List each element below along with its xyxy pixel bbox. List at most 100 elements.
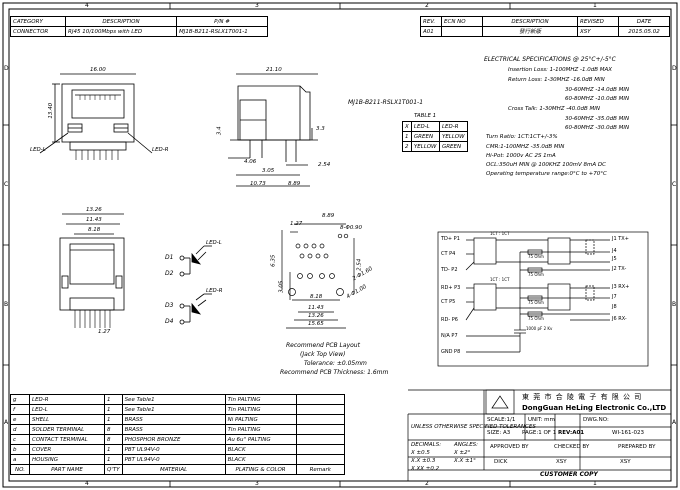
sch-right-pin: J1 TX+ (612, 236, 629, 242)
dim-pcb-305: 3.05 (278, 280, 285, 293)
sch-resistor: 75 Ohm (528, 272, 544, 277)
sch-left-pin: RD+ P3 (441, 285, 461, 291)
dim-pcb-1565: 15.65 (308, 321, 324, 327)
dim-bottom-w3: 8.18 (88, 227, 101, 233)
bom-header: Remark (295, 464, 346, 475)
pcb-note-view: (Jack Top View) (300, 351, 346, 358)
dim-side-d1: 4.06 (244, 159, 257, 165)
bom-cell (295, 404, 346, 415)
bom-cell (295, 444, 346, 455)
tol-note: UNLESS OTHERWISE SPECIFIED TOLERANCES (411, 424, 536, 430)
elec-spec-line: 60-80MHZ -30.0dB MIN (565, 125, 630, 131)
zone-num-1-bottom: 1 (593, 480, 597, 487)
tb-approved-by: APPROVED BY (490, 444, 529, 450)
sch-left-pin: RD- P6 (441, 317, 458, 323)
led-table-cell: 2 (402, 141, 412, 152)
dim-side-d2: 3.05 (262, 168, 275, 174)
led-table-cell: LED-L (410, 121, 440, 132)
bom-header: MATERIAL (121, 464, 226, 475)
bom-cell: 1 (104, 394, 123, 405)
tb-page: PAGE:1 OF 1 (522, 430, 557, 436)
sch-left-pin: N/A P7 (441, 333, 458, 339)
rev-value-date: 2015.05.02 (618, 26, 670, 37)
bom-cell: a (10, 454, 30, 465)
tb-prepared-val: XSY (620, 459, 631, 465)
pcb-note-title: Recommend PCB Layout (286, 342, 360, 349)
zone-letter-c: C (4, 181, 9, 188)
bom-cell: Tin PALTING (224, 394, 297, 405)
elec-spec-line: CMR:1-100MHZ -35.0dB MIN (486, 144, 565, 150)
bom-cell: BLACK (224, 444, 297, 455)
label-d2: D2 (165, 270, 174, 277)
tb-dwg-no: WI-161-023 (612, 430, 645, 436)
sch-xfmr-2: 1CT : 1CT (490, 277, 510, 282)
company-logo (485, 389, 515, 415)
dim-front-width: 16.00 (90, 67, 106, 73)
bom-cell: c (10, 434, 30, 445)
dim-pcb-left: 6.35 (270, 254, 277, 267)
led-table-cell: GREEN (410, 131, 440, 142)
dim-side-h1: 3.4 (216, 126, 223, 136)
rev-value-desc: 發行新版 (482, 26, 578, 37)
bom-cell: PHOSPHOR BRONZE (121, 434, 226, 445)
bom-cell (295, 394, 346, 405)
tb-scale: SCALE:1/1 (487, 417, 516, 423)
label-led-l-sym: LED-L (206, 240, 222, 246)
led-table-cell: X (402, 121, 412, 132)
part-number-label: MJ1B-B211-RSLX1T001-1 (348, 99, 424, 106)
tol-d1: X ±0.5 (411, 450, 430, 456)
rev-header-desc: DESCRIPTION (482, 16, 578, 27)
elec-spec-line: Turn Ratio: 1CT:1CT+/-3% (486, 134, 558, 140)
tb-size: SIZE: A3 (487, 430, 511, 436)
sch-right-pin: J4 (612, 248, 617, 254)
bom-cell: 1 (104, 454, 123, 465)
elec-spec-line: 30-60MHZ -35.0dB MIN (565, 116, 630, 122)
dim-pcb-1326: 13.26 (308, 313, 324, 319)
dim-pcb-1143: 11.43 (308, 305, 324, 311)
zone-letter-d: D (4, 65, 9, 72)
elec-spec-line: 60-80MHZ -10.0dB MIN (565, 96, 630, 102)
dim-side-d4: 8.89 (288, 181, 301, 187)
dim-bottom-w2: 11.43 (86, 217, 102, 223)
tb-checked-by: CHECKED BY (554, 444, 590, 450)
bom-cell: LED-L (29, 404, 105, 415)
pcb-layout (281, 223, 355, 329)
title-block-lines (407, 389, 671, 481)
tb-approved-val: DICK (494, 459, 508, 465)
bottom-view (59, 213, 125, 328)
tol-decimals: DECIMALS: (411, 442, 442, 448)
rev-value-revised: XSY (577, 26, 619, 37)
rev-value-ecn (441, 26, 483, 37)
sch-right-pin: J7 (612, 294, 617, 300)
tb-dwg-no-label: DWG.NO: (583, 417, 609, 423)
zone-letter-c-right: C (672, 181, 677, 188)
bom-cell: 1 (104, 444, 123, 455)
tol-angles: ANGLES: (454, 442, 479, 448)
dim-side-width: 21.10 (266, 67, 282, 73)
dim-side-d3: 10.73 (250, 181, 266, 187)
bom-cell: 1 (104, 404, 123, 415)
zone-num-2: 2 (425, 2, 429, 9)
bom-cell: d (10, 424, 30, 435)
bom-cell (295, 414, 346, 425)
tol-a1: X ±2° (454, 450, 471, 456)
sch-left-pin: TD- P2 (441, 267, 458, 273)
bom-cell: PBT UL94V-0 (121, 444, 226, 455)
label-led-r-sym: LED-R (206, 288, 223, 294)
side-view (228, 73, 318, 187)
zone-num-3: 3 (255, 2, 259, 9)
zone-num-4-bottom: 4 (85, 480, 89, 487)
revision-table: REV. ECN NO DESCRIPTION REVISED DATE A01… (420, 16, 670, 37)
rev-header-revised: REVISED (577, 16, 619, 27)
value-pn: MJ1B-B211-RSLX1T001-1 (176, 26, 268, 37)
bom-cell: b (10, 444, 30, 455)
pcb-note-thickness: Recommend PCB Thickness: 1.6mm (280, 369, 389, 376)
company-name-cn: 東 莞 市 合 陵 電 子 有 限 公 司 (522, 393, 643, 401)
sch-left-pin: CT P4 (441, 251, 456, 257)
header-pn: P/N # (176, 16, 268, 27)
dim-pcb-top: 8.89 (322, 213, 335, 219)
rev-header-date: DATE (618, 16, 670, 27)
bom-cell: HOUSING (29, 454, 105, 465)
sch-resistor: 75 Ohm (528, 316, 544, 321)
